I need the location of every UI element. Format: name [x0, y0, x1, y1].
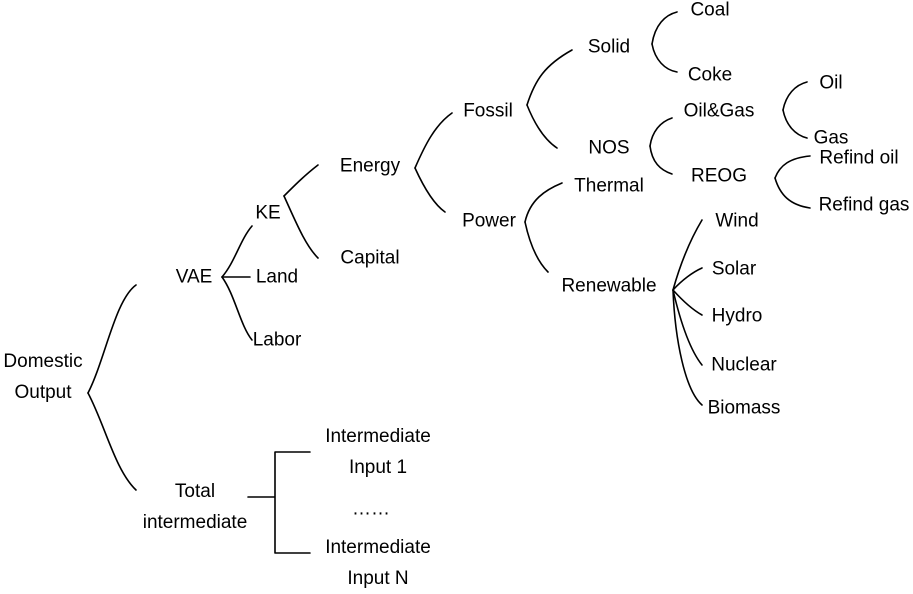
node-land: Land [255, 266, 299, 288]
edge-renewable-biomass [672, 289, 703, 406]
edge-power-renewable [524, 221, 549, 273]
node-intermediate-input-n-line2: Input N [347, 568, 409, 589]
node-gas: Gas [813, 127, 849, 149]
node-intermediate-input-1-line2: Input 1 [348, 457, 408, 478]
node-power: Power [462, 210, 516, 232]
edge-renewable-nuclear [672, 289, 703, 366]
node-labor: Labor [252, 329, 302, 351]
node-energy: Energy [339, 155, 401, 177]
edge-ke-capital [283, 195, 319, 259]
edge-fossil-nos [526, 104, 558, 149]
edge-oilgas-oil [782, 81, 808, 111]
edge-solid-coke [651, 43, 678, 73]
node-hydro: Hydro [711, 305, 763, 327]
node-intermediate-input-1-line1: Intermediate [325, 426, 431, 447]
edge-nos-reog [649, 145, 673, 175]
node-fossil: Fossil [463, 100, 513, 122]
node-intermediate-input-n-line1: Intermediate [325, 537, 431, 558]
node-refind-oil: Refind oil [819, 147, 899, 169]
edge-nos-oilgas [649, 117, 673, 147]
edge-domestic-vae [87, 284, 137, 394]
node-thermal: Thermal [574, 175, 644, 197]
node-domestic-output-line1: Domestic [3, 351, 83, 372]
node-oil-gas: Oil&Gas [683, 100, 755, 122]
node-total-intermediate-line2: intermediate [142, 512, 248, 533]
edge-renewable-solar [672, 267, 703, 291]
edge-power-thermal [524, 182, 563, 223]
edge-reog-refindoil [774, 155, 811, 179]
edge-oilgas-gas [782, 109, 808, 139]
edge-reog-refindgas [774, 177, 811, 209]
node-solid: Solid [587, 36, 631, 58]
edge-domestic-total [87, 392, 137, 491]
node-domestic-output: Domestic Output [3, 346, 82, 408]
node-intermediate-input-n: Intermediate Input N [325, 532, 431, 594]
edge-fossil-solid [526, 49, 573, 106]
edge-solid-coal [651, 11, 678, 45]
node-wind: Wind [715, 210, 759, 232]
edge-renewable-hydro [672, 289, 703, 316]
node-domestic-output-line2: Output [14, 382, 72, 403]
node-coke: Coke [687, 64, 733, 86]
node-vae: VAE [175, 266, 213, 288]
node-biomass: Biomass [707, 397, 781, 419]
edge-vae-ke [221, 225, 253, 278]
node-refind-gas: Refind gas [818, 194, 910, 216]
edge-ke-energy [283, 164, 319, 197]
node-solar: Solar [711, 258, 757, 280]
node-coal: Coal [690, 0, 730, 21]
node-renewable: Renewable [561, 275, 657, 297]
node-total-intermediate-line1: Total [174, 481, 216, 502]
edge-energy-power [414, 167, 446, 213]
node-intermediate-input-1: Intermediate Input 1 [325, 421, 431, 483]
node-nuclear: Nuclear [711, 354, 777, 376]
node-ke: KE [255, 202, 281, 224]
node-ellipsis: …… [352, 498, 390, 520]
node-capital: Capital [340, 247, 400, 269]
edge-energy-fossil [414, 112, 453, 169]
node-total-intermediate: Total intermediate [143, 476, 248, 538]
node-oil: Oil [819, 72, 843, 94]
node-reog: REOG [691, 165, 747, 187]
edge-total-bracket [247, 451, 311, 554]
node-nos: NOS [588, 137, 630, 159]
edge-vae-labor [221, 276, 253, 341]
edge-renewable-wind [672, 219, 703, 291]
